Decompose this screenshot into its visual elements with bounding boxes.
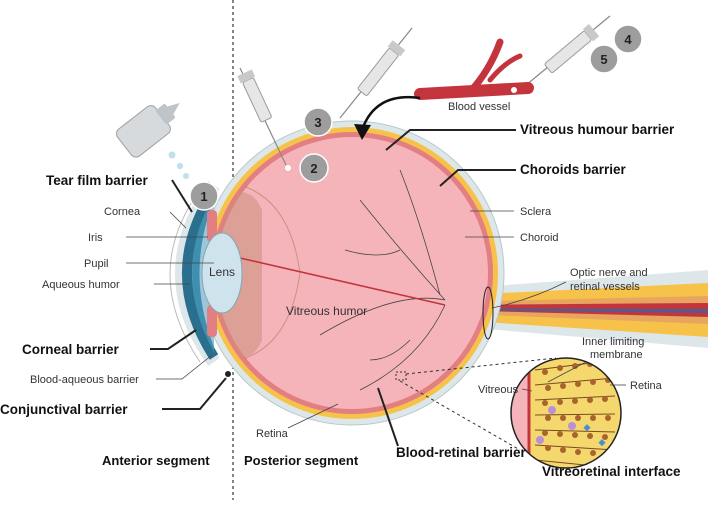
- blood-aqueous-leader: [156, 354, 213, 380]
- injection-point: [285, 165, 291, 171]
- blood-retinal-leader: [377, 387, 399, 447]
- inner-limiting-label-2: membrane: [590, 349, 643, 361]
- svg-text:2: 2: [310, 161, 317, 176]
- vitreous-humor-label: Vitreous humor: [286, 304, 367, 318]
- marker-1: 1: [189, 181, 219, 211]
- marker-5: 5: [589, 44, 619, 74]
- optic-nerve-ring: [482, 286, 494, 340]
- marker-3: 3: [303, 107, 333, 137]
- conjunctival-barrier-label: Conjunctival barrier: [0, 402, 128, 417]
- zoom-line-bottom: [399, 380, 521, 451]
- eyeball: [199, 120, 505, 426]
- svg-text:5: 5: [600, 52, 607, 67]
- tear-film-barrier-label: Tear film barrier: [46, 173, 149, 188]
- svg-text:1: 1: [200, 189, 207, 204]
- svg-text:3: 3: [314, 115, 321, 130]
- conjunctival-leader: [162, 377, 227, 410]
- iris: [207, 210, 217, 337]
- vitreoretinal-interface-label: Vitreoretinal interface: [542, 464, 681, 479]
- anterior-segment-label: Anterior segment: [102, 453, 210, 468]
- blood-vessel-label: Blood vessel: [448, 101, 510, 113]
- conjunctival-dot: [225, 371, 231, 377]
- blood-vessel: [414, 38, 534, 100]
- posterior-segment-label: Posterior segment: [244, 453, 359, 468]
- vitreous-humour-barrier-label: Vitreous humour barrier: [520, 122, 675, 137]
- lens: [201, 232, 243, 314]
- sclera-label: Sclera: [520, 206, 552, 218]
- eye-drop-bottle: [115, 103, 189, 179]
- optic-nerve-leader: [491, 281, 567, 309]
- svg-text:4: 4: [624, 32, 632, 47]
- optic-nerve-label-2: retinal vessels: [570, 281, 640, 293]
- curved-arrow: [360, 95, 421, 131]
- syringe-4-5: [519, 15, 611, 91]
- marker-4: 4: [613, 24, 643, 54]
- lens-label: Lens: [209, 265, 235, 279]
- optic-nerve: [440, 270, 708, 348]
- choroids-barrier-leader: [439, 169, 516, 187]
- pupil-label: Pupil: [84, 258, 108, 270]
- cornea-label: Cornea: [104, 206, 141, 218]
- retina-label: Retina: [256, 428, 289, 440]
- corneal-barrier-leader: [150, 329, 197, 350]
- vitreous-inset-label: Vitreous: [478, 384, 519, 396]
- syringe-2: [237, 67, 287, 166]
- choroid-label: Choroid: [520, 232, 559, 244]
- inner-limiting-label-1: Inner limiting: [582, 336, 644, 348]
- syringe-3: [339, 27, 413, 119]
- retina-inset-label: Retina: [630, 380, 663, 392]
- corneal-barrier-label: Corneal barrier: [22, 342, 120, 357]
- choroids-barrier-label: Choroids barrier: [520, 162, 627, 177]
- blood-aqueous-barrier-label: Blood-aqueous barrier: [30, 374, 139, 386]
- arrow-head: [354, 124, 371, 140]
- aqueous-humor-label: Aqueous humor: [42, 279, 120, 291]
- zoom-region: [395, 371, 407, 381]
- tear-film-leader: [171, 179, 193, 213]
- optic-nerve-label-1: Optic nerve and: [570, 267, 648, 279]
- marker-2: 2: [299, 153, 329, 183]
- vitreous-barrier-leader: [385, 129, 516, 151]
- zoom-line-top: [405, 357, 557, 375]
- retina-leader: [287, 403, 339, 429]
- cornea-leader: [169, 211, 187, 229]
- iris-label: Iris: [88, 232, 103, 244]
- blood-retinal-barrier-label: Blood-retinal barrier: [396, 445, 527, 460]
- vitreous-leader: [521, 388, 533, 392]
- inner-limiting-leader: [547, 361, 587, 383]
